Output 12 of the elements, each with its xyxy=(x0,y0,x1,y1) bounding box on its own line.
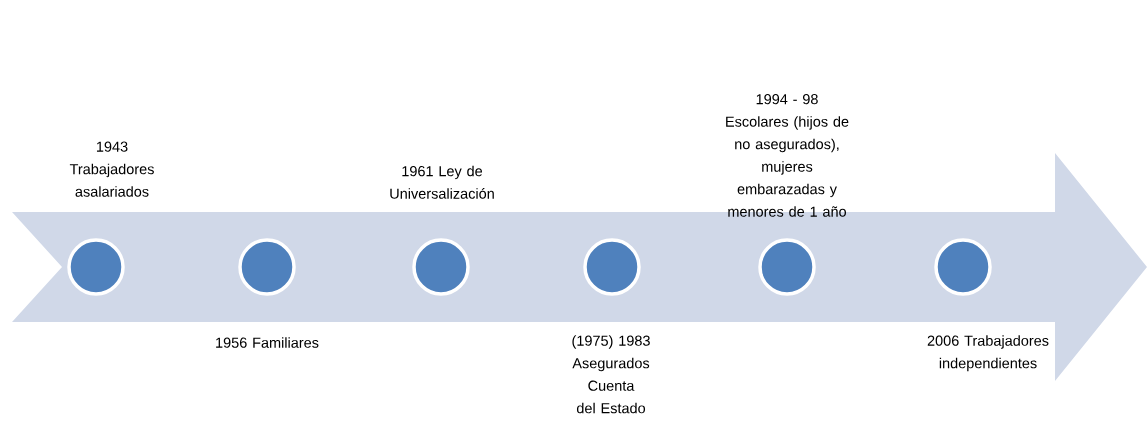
milestone-dot xyxy=(412,238,470,296)
milestone-dot xyxy=(934,238,992,296)
milestone-dot xyxy=(758,238,816,296)
milestone-dot xyxy=(583,238,641,296)
milestone-dot xyxy=(238,238,296,296)
milestone-label: 2006 Trabajadores independientes xyxy=(927,335,1049,372)
milestone-label: 1961 Ley de Universalización xyxy=(390,165,494,199)
milestone-label: (1975) 1983 Asegurados Cuenta del Estado xyxy=(572,335,650,414)
milestone-label: 1943 Trabajadores asalariados xyxy=(69,141,154,197)
milestone-dot xyxy=(67,238,125,296)
milestone-label: 1956 Familiares xyxy=(216,337,319,348)
milestone-label: 1994 - 98 Escolares (hijos de no asegurados), mujeres embarazadas y menores de 1 año xyxy=(726,94,849,217)
